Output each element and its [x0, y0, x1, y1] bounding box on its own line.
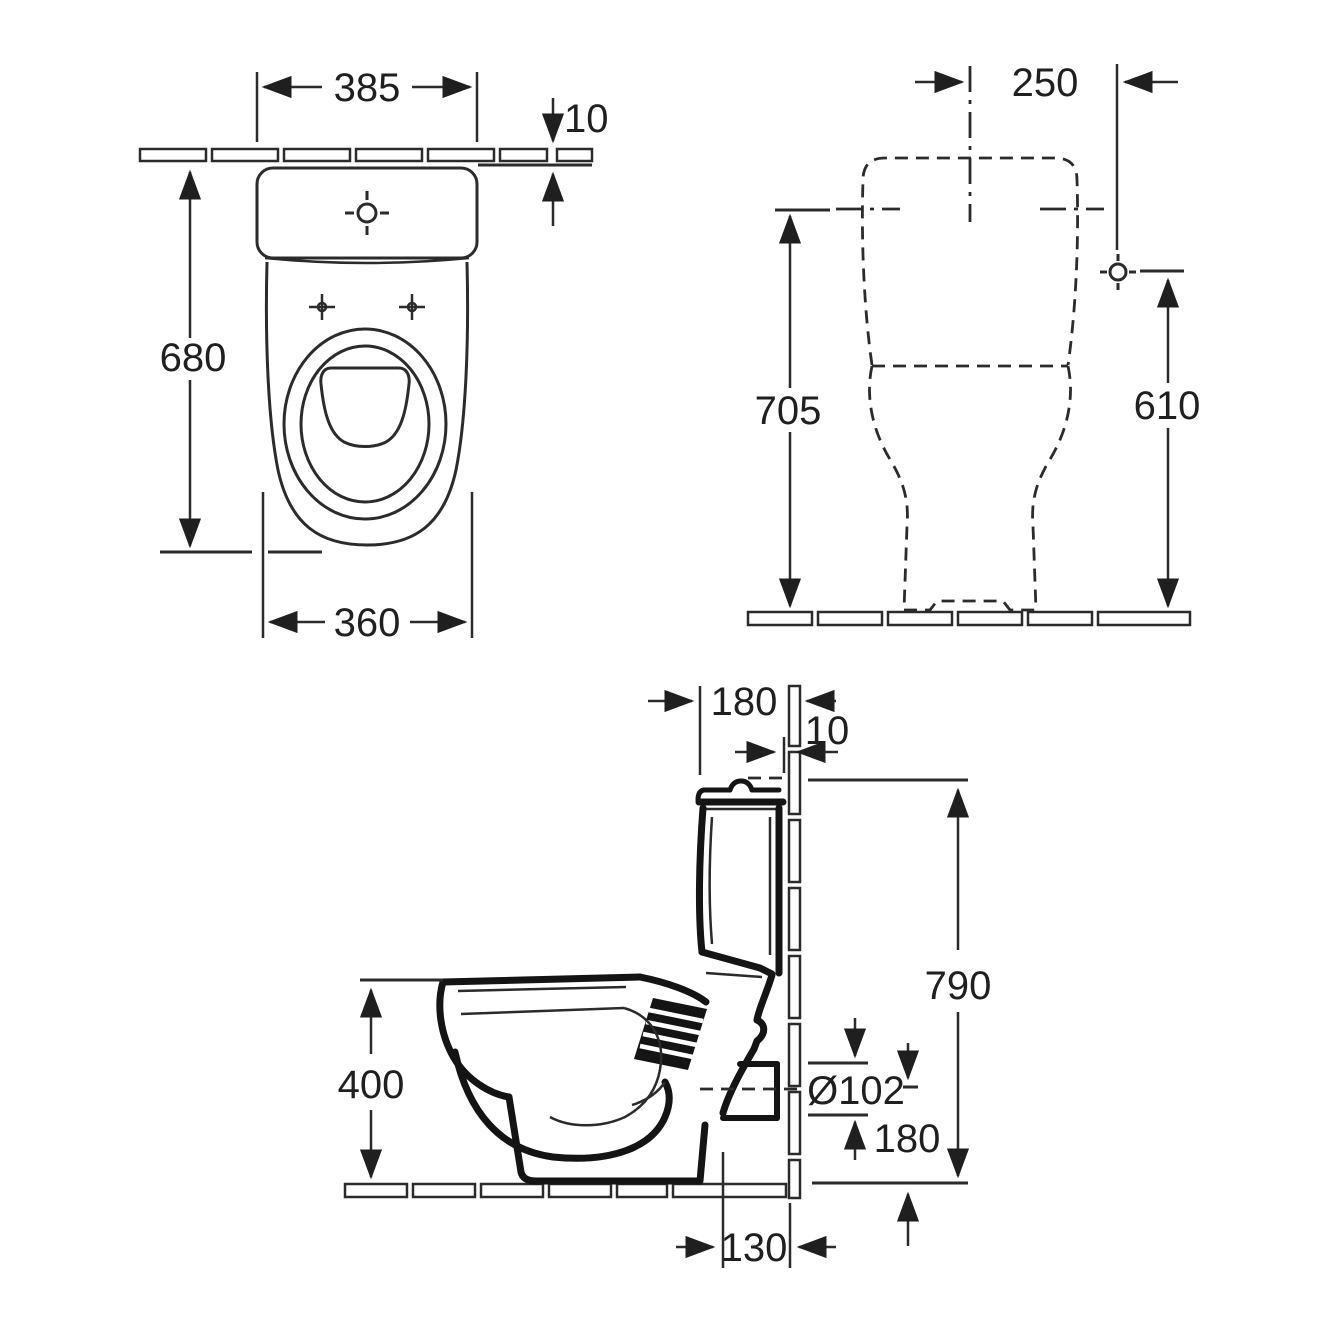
rear-view: 250 705 610: [746, 61, 1201, 627]
dim-label: 180: [874, 1117, 941, 1161]
floor-tiles-side: [343, 1182, 788, 1199]
dim-label: 790: [925, 964, 992, 1008]
crosshair-icon: [345, 191, 389, 235]
dim-bowl-height: 400: [338, 978, 443, 1180]
dim-overall-height: 790: [808, 778, 992, 1179]
dim-cistern-width: 385: [255, 66, 479, 142]
dim-label: 680: [160, 336, 227, 380]
hatch-section: [634, 998, 707, 1070]
dim-label: 180: [711, 680, 778, 724]
dim-cistern-depth: 180: [648, 680, 836, 775]
dim-outlet-diameter: Ø102: [807, 1018, 920, 1160]
dim-label: 10: [805, 709, 850, 753]
dim-label: 130: [721, 1226, 788, 1270]
dim-tank-fixing-height: 705: [755, 213, 822, 609]
dim-label: 360: [334, 601, 401, 645]
bowl-side: [436, 971, 800, 1185]
cistern-side: [695, 776, 787, 979]
cistern-plan: [255, 166, 479, 260]
seat-outer-ring: [282, 327, 448, 521]
dim-tile-thickness-plan: 10: [541, 97, 609, 226]
seat-fixing-cross-icon: [399, 294, 425, 320]
dim-bowl-width: 360: [261, 492, 474, 645]
dim-label: 385: [334, 66, 401, 110]
plan-view: 385 10 680 360: [138, 66, 609, 645]
dim-label: Ø102: [807, 1069, 905, 1113]
dim-label: 705: [755, 389, 822, 433]
seat-inner-ring: [299, 344, 431, 504]
wall-tiles-side: [787, 684, 802, 1200]
seat-fixing-cross-icon: [309, 294, 335, 320]
dim-outlet-offset: 130: [676, 1152, 836, 1270]
bowl-foot-rear: [904, 599, 1036, 612]
crosshair-icon: [1100, 254, 1136, 290]
dim-outlet-height: 180: [812, 1117, 968, 1246]
cistern-bottom-curve: [264, 256, 470, 265]
bowl-right-rear: [1031, 365, 1072, 611]
wall-tiles-plan: [138, 147, 594, 167]
side-view: 180 10 790 400: [338, 680, 992, 1270]
tank-outline-rear: [861, 156, 1079, 366]
dim-label: 10: [564, 97, 609, 141]
dim-total-depth: 680: [160, 169, 322, 554]
dim-tile-thickness-side: 10: [735, 709, 849, 773]
dim-label: 250: [1012, 61, 1079, 105]
dim-label: 610: [1134, 384, 1201, 428]
dim-label: 400: [338, 1063, 405, 1107]
dim-center-to-fixing: 250: [915, 61, 1178, 250]
bowl-outline-plan: [264, 261, 470, 547]
floor-tiles-rear: [746, 610, 1192, 627]
bowl-left-rear: [868, 365, 909, 611]
water-surface: [319, 366, 411, 448]
dim-wall-fixing-height: 610: [1134, 277, 1201, 609]
